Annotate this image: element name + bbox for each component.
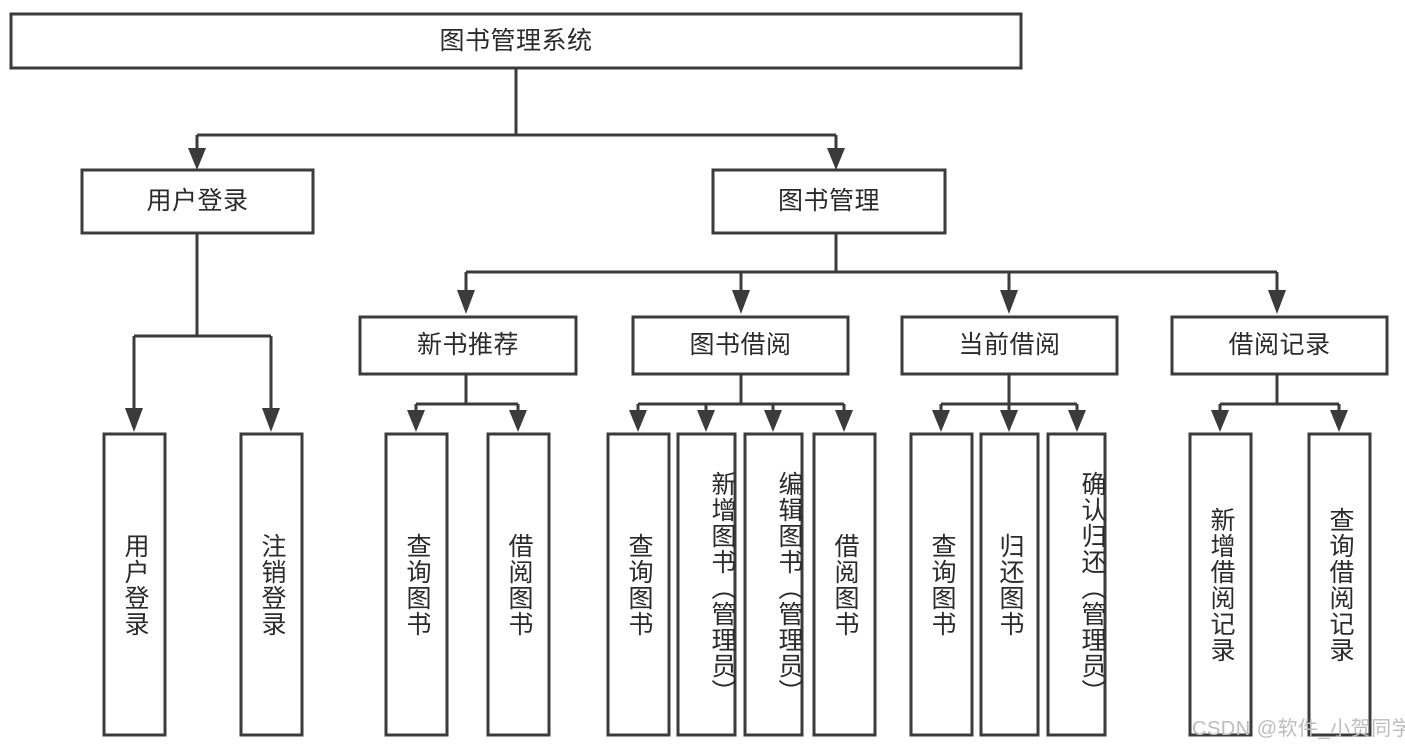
box-borrow-record[interactable] [1170,315,1389,376]
box-leaf-query-book-2[interactable] [606,432,671,737]
arrowhead-leaf-query-book-2 [629,410,647,432]
arrowhead-new-book-recommend [457,290,475,314]
box-leaf-query-record[interactable] [1307,432,1372,737]
connector-bookmanagement-to-level2 [457,233,1286,314]
arrowhead-leaf-logout-login [262,408,280,432]
arrowhead-leaf-edit-book [764,410,782,432]
connector-root-to-level1 [188,68,845,170]
connector-userlogin-to-leaves [125,233,280,432]
box-book-borrow[interactable] [631,315,850,376]
arrowhead-book-management [827,148,845,170]
box-user-login[interactable] [80,168,315,235]
connector-newbook-to-leaves [407,374,527,432]
box-current-borrow[interactable] [900,315,1119,376]
arrowhead-leaf-add-book [697,410,715,432]
box-leaf-query-book-1[interactable] [384,432,449,737]
connector-bookborrow-to-leaves [629,374,853,432]
box-leaf-borrow-book-1[interactable] [486,432,551,737]
box-book-management[interactable] [711,168,947,235]
arrowhead-leaf-add-record [1211,410,1229,432]
arrowhead-leaf-query-record [1330,410,1348,432]
arrowhead-leaf-confirm-return [1068,410,1086,432]
arrowhead-book-borrow [732,290,750,314]
box-leaf-user-login[interactable] [102,432,167,737]
box-leaf-logout-login[interactable] [239,432,304,737]
box-root[interactable] [9,12,1023,70]
arrowhead-leaf-return-book [1000,410,1018,432]
connector-currentborrow-to-leaves [932,374,1086,432]
arrowhead-user-login [188,148,206,170]
box-leaf-add-record[interactable] [1188,432,1253,737]
arrowhead-leaf-user-login [125,408,143,432]
box-leaf-borrow-book-2[interactable] [812,432,877,737]
box-leaf-confirm-return[interactable] [1046,432,1107,737]
box-leaf-add-book[interactable] [676,432,737,737]
arrowhead-leaf-query-book-1 [407,410,425,432]
arrowhead-borrow-record [1268,290,1286,314]
arrowhead-current-borrow [1000,290,1018,314]
connector-borrowrecord-to-leaves [1211,374,1348,432]
box-leaf-edit-book[interactable] [743,432,804,737]
arrowhead-leaf-query-book-3 [932,410,950,432]
box-leaf-query-book-3[interactable] [909,432,974,737]
box-new-book-recommend[interactable] [358,315,578,376]
arrowhead-leaf-borrow-book-2 [835,410,853,432]
arrowhead-leaf-borrow-book-1 [509,410,527,432]
box-leaf-return-book[interactable] [979,432,1040,737]
